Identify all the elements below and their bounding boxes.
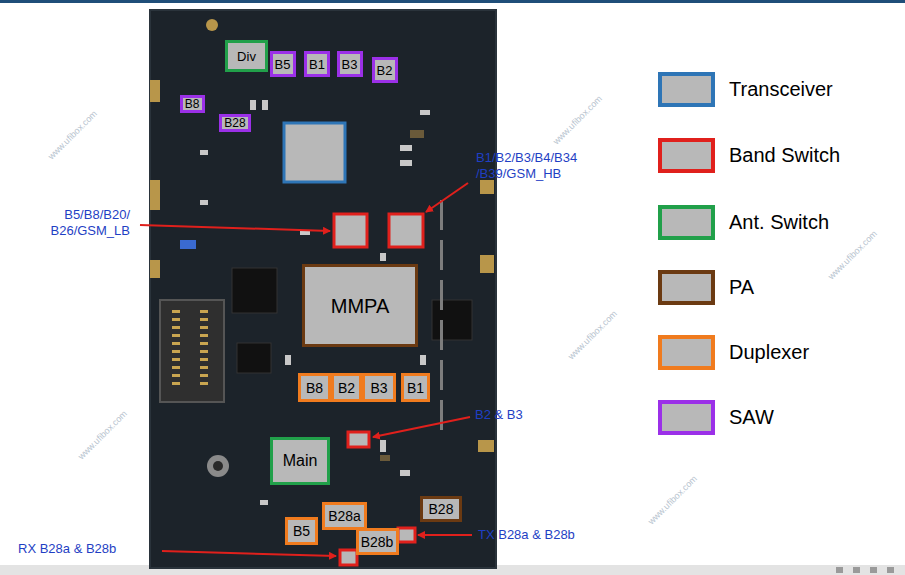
component-label: Div: [237, 50, 256, 63]
band-label: B5/B8/B20/ B26/GSM_LB: [51, 207, 130, 238]
power-amplifier: B28: [420, 496, 462, 522]
component-label: B28: [429, 502, 454, 516]
duplexer: B5: [285, 517, 318, 545]
pcb: [150, 10, 496, 568]
legend-swatch: [658, 205, 715, 240]
header-bar: [0, 0, 905, 3]
band-label: TX B28a & B28b: [478, 527, 575, 543]
band-label: B1/B2/B3/B4/B34 /B39/GSM_HB: [476, 150, 577, 181]
legend-swatch: [658, 400, 715, 435]
duplexer: B28b: [356, 528, 399, 555]
duplexer: B3: [362, 373, 396, 402]
component-label: B1: [309, 58, 325, 71]
component-label: B28a: [328, 509, 361, 523]
component-label: B8: [306, 381, 323, 395]
antenna-switch: Div: [225, 40, 268, 72]
watermark: www.ufibox.com: [826, 228, 879, 281]
legend-entry: Transceiver: [658, 72, 833, 107]
leader-line: [140, 183, 472, 556]
antenna-switch: Main: [270, 437, 330, 485]
component-label: B5: [275, 58, 291, 71]
watermark: www.ufibox.com: [76, 408, 129, 461]
legend-text: Duplexer: [729, 341, 809, 364]
component-label: B2: [377, 64, 393, 77]
component-label: B1: [407, 381, 424, 395]
saw-filter: B28: [219, 114, 251, 132]
watermark: www.ufibox.com: [46, 108, 99, 161]
legend-entry: PA: [658, 270, 754, 305]
component-label: B3: [342, 58, 358, 71]
legend-swatch: [658, 138, 715, 173]
duplexer: B2: [331, 373, 362, 402]
component-label: Main: [283, 453, 318, 469]
transceiver-box: [284, 123, 345, 182]
duplexer: B1: [401, 373, 430, 402]
legend-text: Ant. Switch: [729, 211, 829, 234]
band-label: B2 & B3: [475, 407, 523, 423]
legend-swatch: [658, 270, 715, 305]
saw-filter: B3: [337, 51, 363, 77]
legend-text: Transceiver: [729, 78, 833, 101]
saw-filter: B8: [180, 95, 205, 113]
component-label: B28b: [361, 535, 394, 549]
band-label: RX B28a & B28b: [18, 541, 116, 557]
duplexer: B8: [298, 373, 331, 402]
legend-entry: Band Switch: [658, 138, 840, 173]
component-label: B2: [338, 381, 355, 395]
saw-filter: B5: [270, 51, 296, 77]
saw-filter: B1: [304, 51, 330, 77]
component-label: B5: [293, 524, 310, 538]
component-label: B3: [370, 381, 387, 395]
saw-filter: B2: [372, 57, 398, 83]
component-label: B28: [224, 117, 245, 129]
legend-text: PA: [729, 276, 754, 299]
nav-icons: [836, 567, 894, 573]
component-label: MMPA: [331, 296, 390, 316]
legend-entry: Ant. Switch: [658, 205, 829, 240]
watermark: www.ufibox.com: [646, 473, 699, 526]
power-amplifier: MMPA: [302, 264, 418, 347]
legend-swatch: [658, 72, 715, 107]
duplexer: B28a: [322, 502, 367, 530]
watermark: www.ufibox.com: [551, 93, 604, 146]
legend-text: Band Switch: [729, 144, 840, 167]
legend-entry: SAW: [658, 400, 774, 435]
legend-entry: Duplexer: [658, 335, 809, 370]
component-label: B8: [185, 98, 200, 110]
legend-swatch: [658, 335, 715, 370]
legend-text: SAW: [729, 406, 774, 429]
watermark: www.ufibox.com: [566, 308, 619, 361]
